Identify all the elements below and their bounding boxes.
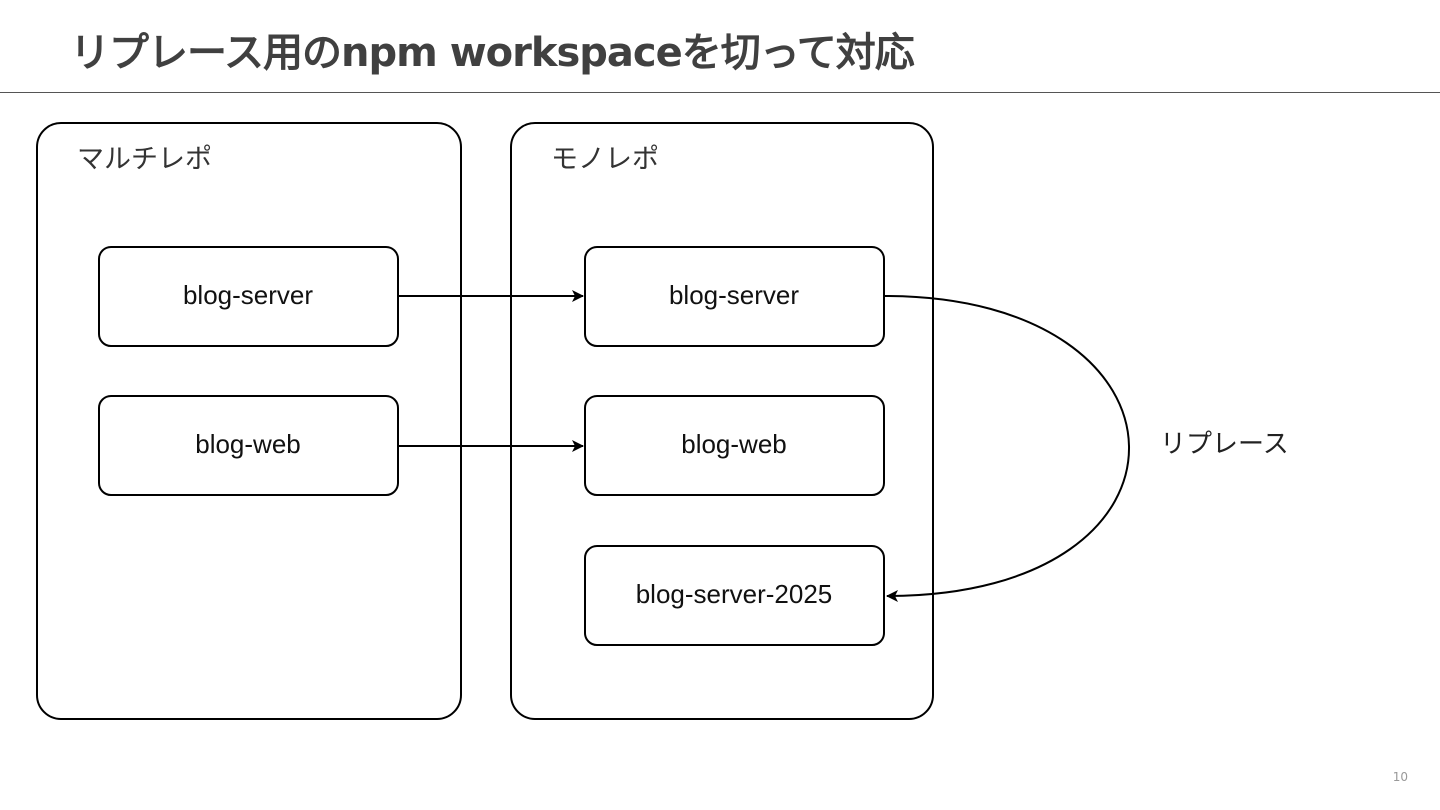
- slide-title: リプレース用のnpm workspaceを切って対応: [70, 30, 915, 76]
- node-mono-blog-server-label: blog-server: [669, 280, 799, 310]
- node-multi-blog-server: [98, 246, 399, 347]
- arrow-replace-curve: [884, 295, 1130, 602]
- node-mono-blog-server: [584, 246, 885, 347]
- monorepo-label: モノレポ: [551, 144, 659, 175]
- node-mono-blog-web: [584, 395, 885, 496]
- node-multi-blog-web: [98, 395, 399, 496]
- node-mono-blog-server-2025: [584, 545, 885, 646]
- node-multi-blog-server-label: blog-server: [183, 280, 313, 310]
- title-divider: [0, 92, 1440, 93]
- multirepo-container: [36, 122, 462, 720]
- page-number: 10: [1392, 770, 1408, 784]
- multirepo-label: マルチレポ: [77, 144, 212, 175]
- node-mono-blog-web-label: blog-web: [681, 429, 787, 459]
- monorepo-container: [510, 122, 934, 720]
- node-mono-blog-server-2025-label: blog-server-2025: [636, 579, 833, 609]
- replace-label: リプレース: [1160, 430, 1289, 460]
- node-multi-blog-web-label: blog-web: [195, 429, 301, 459]
